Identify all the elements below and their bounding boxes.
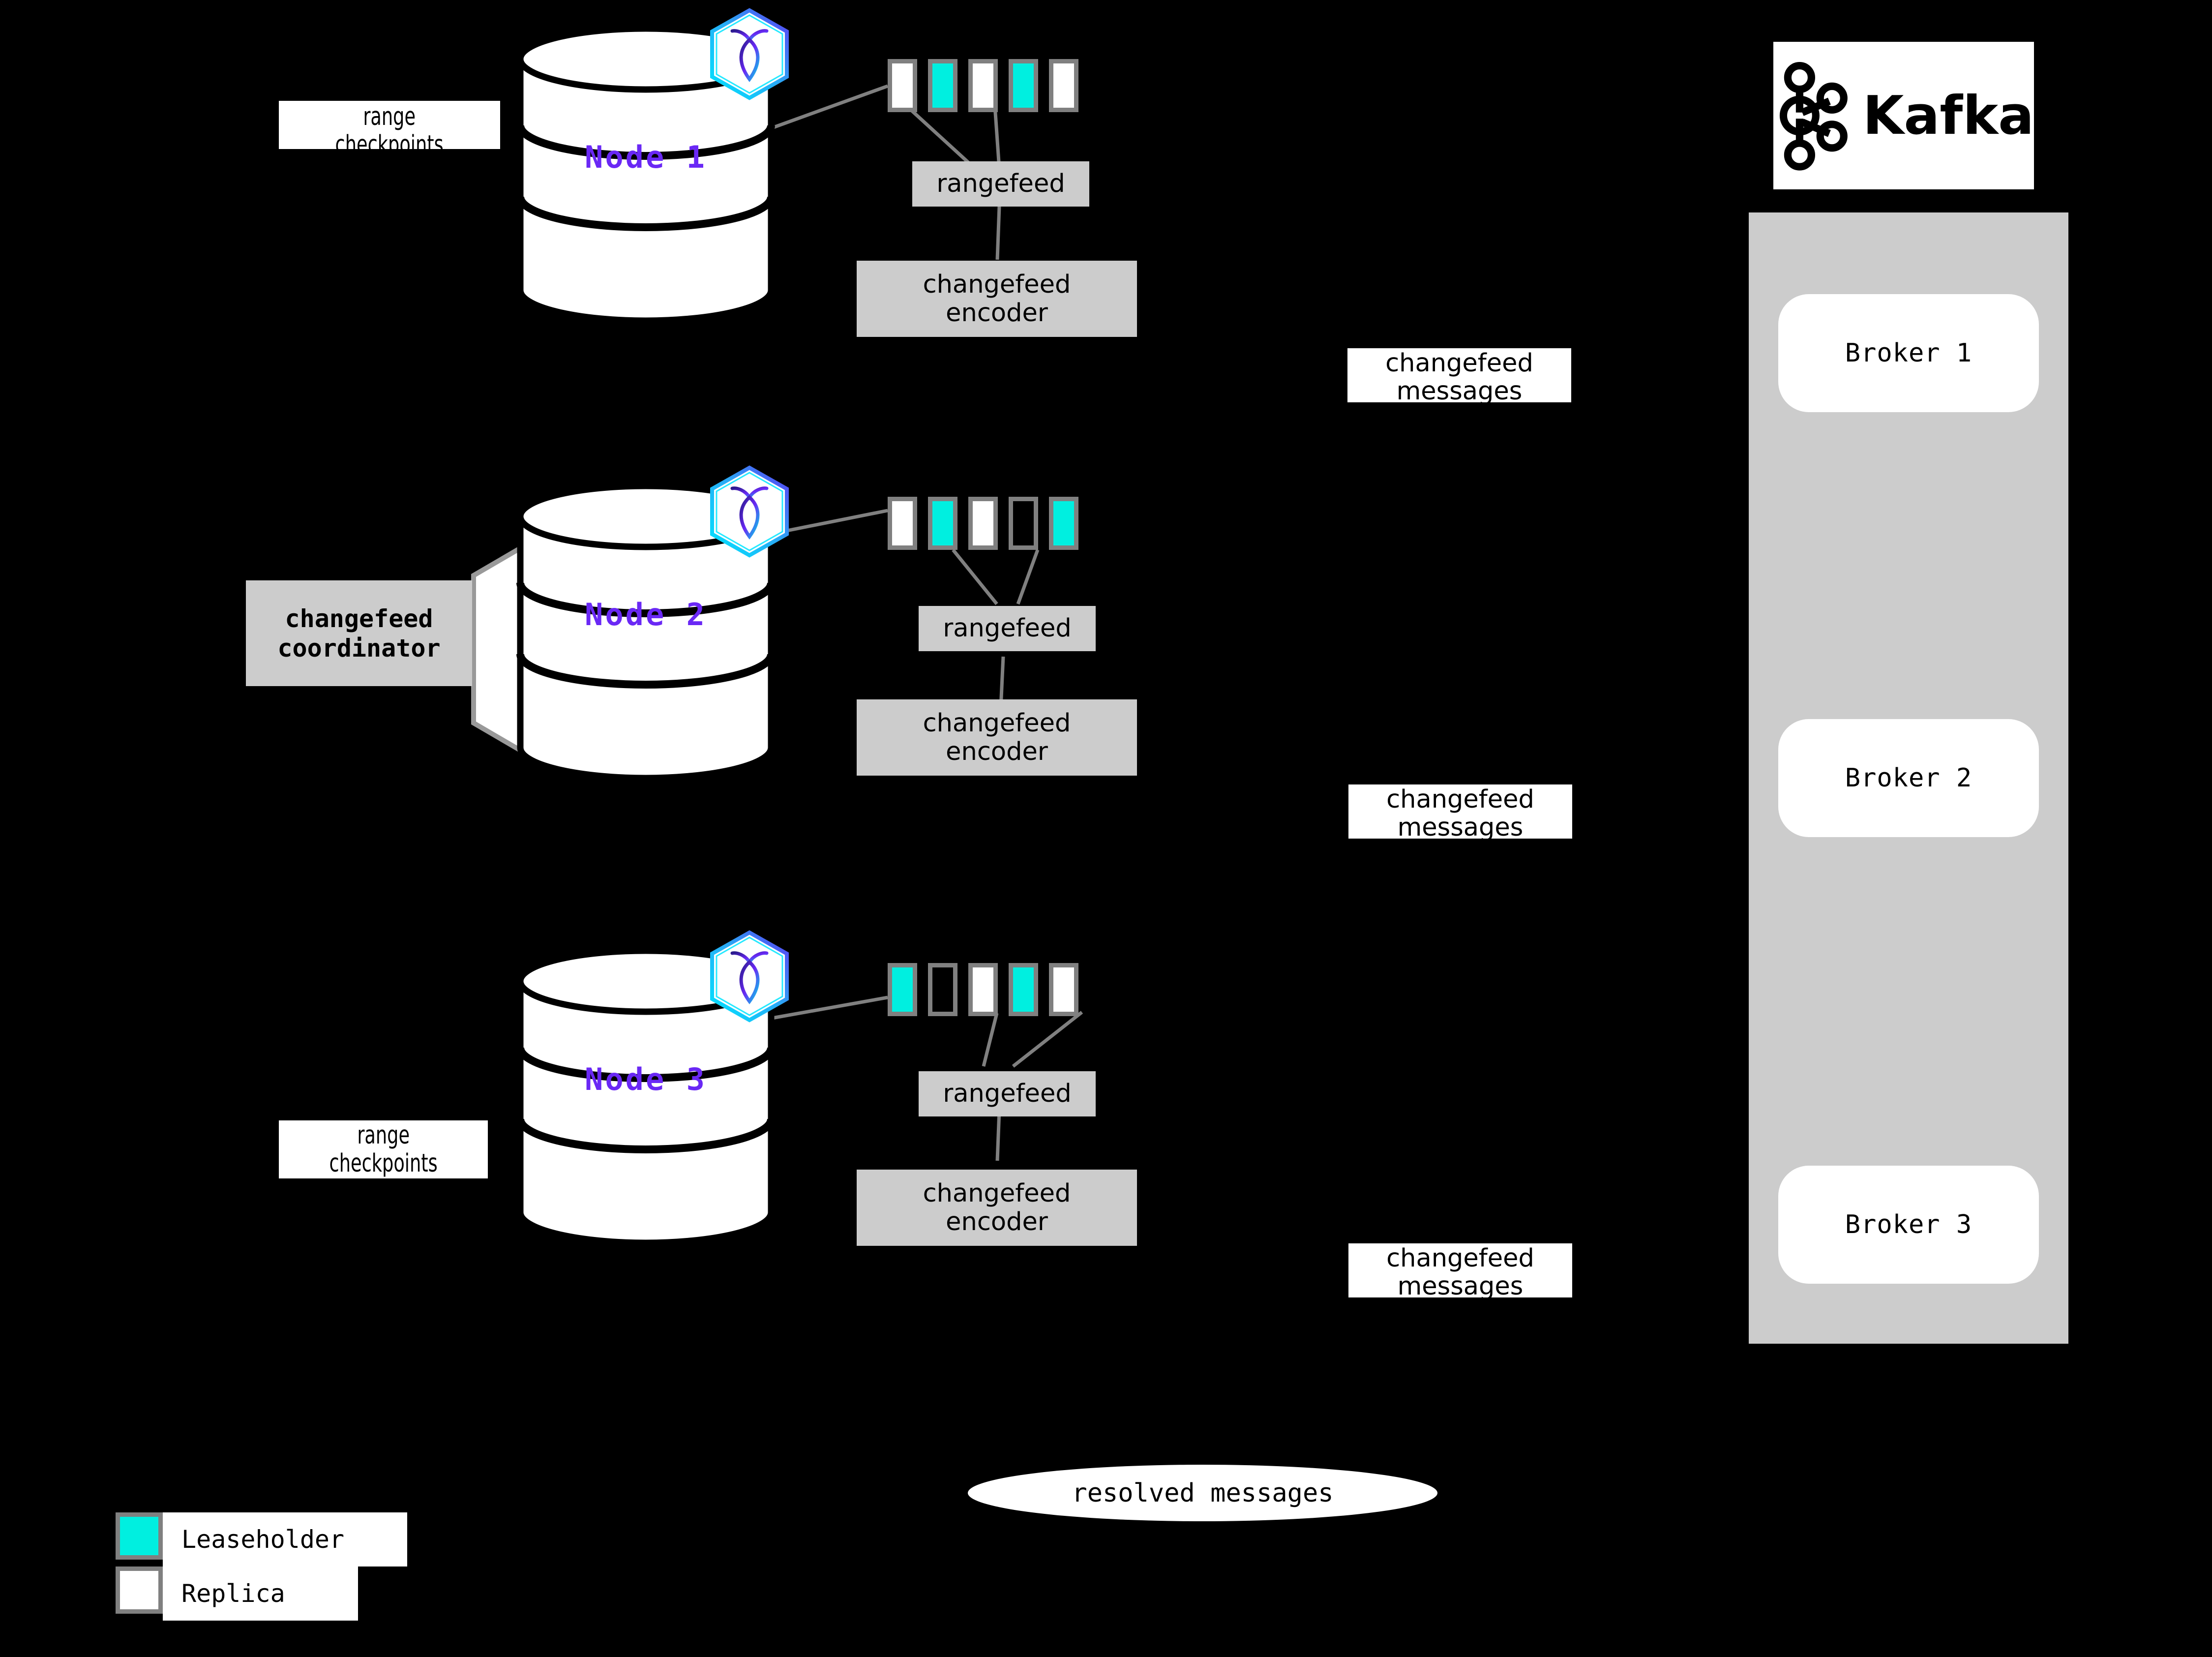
- resolved-messages-label: resolved messages: [1072, 1478, 1334, 1508]
- range-box[interactable]: [1049, 59, 1078, 112]
- encoder-label-line1: changefeed: [923, 709, 1071, 738]
- encoder-label-line1: changefeed: [923, 270, 1071, 300]
- broker-1[interactable]: Broker 1: [1778, 294, 2039, 412]
- range-box[interactable]: [1009, 963, 1038, 1016]
- node-1-rangefeed-box[interactable]: rangefeed: [912, 161, 1089, 207]
- rangefeed-label: rangefeed: [943, 1079, 1072, 1109]
- range-checkpoints-line1: range: [357, 1120, 410, 1150]
- node-2-changefeed-encoder-box[interactable]: changefeed encoder: [857, 699, 1137, 776]
- range-box[interactable]: [968, 497, 998, 550]
- changefeed-messages-line1: changefeed: [1386, 1244, 1534, 1273]
- encoder-label-line2: encoder: [946, 737, 1048, 766]
- cylinder-shape: [516, 27, 775, 322]
- node-2-rangefeed-box[interactable]: rangefeed: [919, 606, 1096, 651]
- node-1-cylinder: Node 1: [515, 27, 776, 322]
- broker-label: Broker 3: [1845, 1210, 1973, 1239]
- node-1-changefeed-encoder-box[interactable]: changefeed encoder: [857, 261, 1137, 337]
- changefeed-messages-line1: changefeed: [1385, 349, 1533, 378]
- node-3-changefeed-encoder-box[interactable]: changefeed encoder: [857, 1170, 1137, 1246]
- range-box[interactable]: [928, 497, 957, 550]
- range-box[interactable]: [1049, 497, 1078, 550]
- range-box[interactable]: [1049, 963, 1078, 1016]
- range-box[interactable]: [888, 963, 917, 1016]
- node-2-cylinder: Node 2: [515, 484, 776, 780]
- broker-label: Broker 1: [1845, 338, 1973, 368]
- changefeed-messages-label-3: changefeed messages: [1348, 1243, 1572, 1301]
- range-box[interactable]: [1009, 497, 1038, 550]
- node-3-cylinder: Node 3: [515, 949, 776, 1244]
- legend-text-replica: Replica: [181, 1579, 285, 1608]
- range-box[interactable]: [928, 963, 957, 1016]
- encoder-label-line2: encoder: [946, 1207, 1048, 1236]
- legend-label-leaseholder: Leaseholder: [163, 1512, 407, 1567]
- changefeed-messages-line2: messages: [1396, 377, 1523, 406]
- cylinder-shape: [516, 949, 775, 1244]
- range-box[interactable]: [888, 59, 917, 112]
- changefeed-coordinator-box[interactable]: changefeed coordinator: [246, 580, 472, 686]
- range-checkpoints-line2: checkpoints: [329, 1149, 438, 1178]
- node-2-label: Node 2: [585, 597, 707, 633]
- changefeed-messages-label-1: changefeed messages: [1347, 348, 1571, 406]
- range-box[interactable]: [928, 59, 957, 112]
- node-1-label: Node 1: [585, 139, 707, 175]
- coordinator-label-line1: changefeed: [285, 604, 433, 633]
- range-box[interactable]: [1009, 59, 1038, 112]
- range-box[interactable]: [968, 963, 998, 1016]
- resolved-messages-pill[interactable]: resolved messages: [968, 1465, 1437, 1521]
- kafka-wordmark: Kafka: [1862, 85, 2034, 147]
- cockroachdb-hexagon-icon: [710, 930, 789, 1023]
- rangefeed-label: rangefeed: [943, 614, 1072, 643]
- node-3-rangefeed-box[interactable]: rangefeed: [919, 1071, 1096, 1116]
- encoder-label-line2: encoder: [946, 298, 1048, 328]
- broker-2[interactable]: Broker 2: [1778, 719, 2039, 837]
- range-checkpoints-line2: checkpoints: [335, 130, 444, 160]
- node-1-range-checkpoints-label: range checkpoints: [279, 101, 500, 159]
- node-1-range-row: [888, 59, 1078, 112]
- legend-swatch-replica: [116, 1567, 163, 1614]
- broker-label: Broker 2: [1845, 763, 1973, 793]
- changefeed-messages-line2: messages: [1397, 813, 1524, 843]
- changefeed-messages-line1: changefeed: [1386, 785, 1534, 814]
- encoder-label-line1: changefeed: [923, 1179, 1071, 1208]
- range-box[interactable]: [968, 59, 998, 112]
- changefeed-messages-label-2: changefeed messages: [1348, 784, 1572, 843]
- cockroachdb-hexagon-icon: [710, 8, 789, 100]
- broker-3[interactable]: Broker 3: [1778, 1166, 2039, 1284]
- cockroachdb-hexagon-icon: [710, 465, 789, 558]
- cylinder-shape: [516, 484, 775, 780]
- legend-swatch-leaseholder: [116, 1512, 163, 1560]
- rangefeed-label: rangefeed: [936, 169, 1065, 199]
- node-3-range-row: [888, 963, 1078, 1016]
- legend-text-leaseholder: Leaseholder: [181, 1525, 345, 1554]
- node-2-range-row: [888, 497, 1078, 550]
- range-box[interactable]: [888, 497, 917, 550]
- kafka-logo-card: Kafka: [1773, 42, 2034, 189]
- legend-label-replica: Replica: [163, 1567, 358, 1621]
- coordinator-label-line2: coordinator: [277, 633, 441, 663]
- range-checkpoints-line1: range: [363, 102, 416, 131]
- node-3-range-checkpoints-label: range checkpoints: [279, 1120, 488, 1178]
- node-3-label: Node 3: [585, 1061, 707, 1097]
- kafka-logo-icon: [1779, 61, 1848, 171]
- changefeed-messages-line2: messages: [1397, 1272, 1524, 1301]
